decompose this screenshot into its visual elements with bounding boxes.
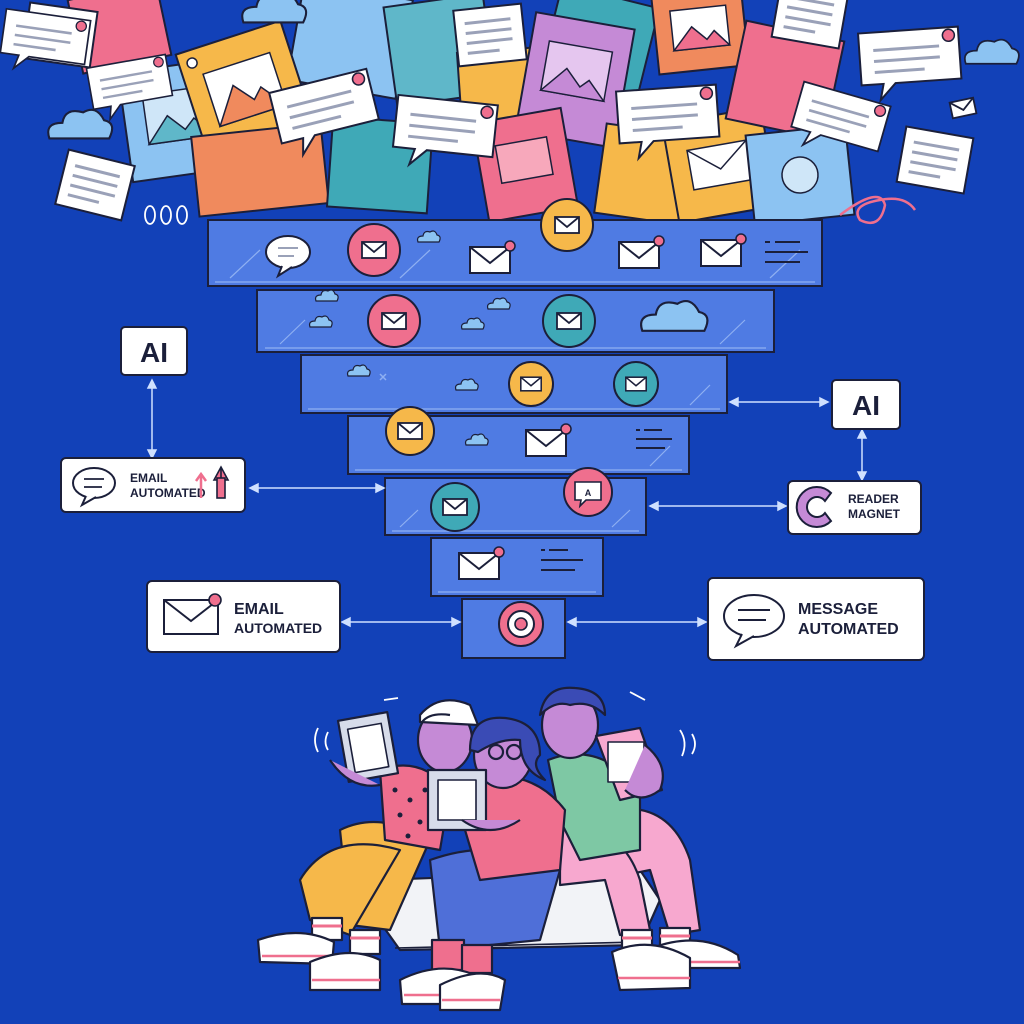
email-automated-box: EMAIL AUTOMATED <box>146 580 341 653</box>
email-icon <box>618 235 665 269</box>
book-icon <box>190 122 330 218</box>
text-lines-icon <box>541 549 583 571</box>
email-automated-small-box: EMAIL AUTOMATED <box>60 457 246 513</box>
email-icon <box>458 546 505 580</box>
email-icon <box>525 423 572 457</box>
magnet-icon <box>795 486 833 528</box>
message-automated-line2: AUTOMATED <box>798 621 899 638</box>
email-icon <box>469 240 516 274</box>
email-icon <box>347 223 401 277</box>
arrows-up-down-icon <box>194 465 230 499</box>
email-automated-small-line2: AUTOMATED <box>130 486 206 500</box>
ellipses <box>144 205 188 225</box>
email-icon <box>613 361 659 407</box>
book-icon <box>470 106 580 224</box>
email-icon <box>700 233 747 267</box>
ai-box-left: AI <box>120 326 188 376</box>
text-lines-icon <box>636 429 672 449</box>
funnel-tier-6 <box>430 537 604 597</box>
email-automated-line1: EMAIL <box>234 601 284 618</box>
email-icon <box>430 482 480 532</box>
target-icon <box>498 601 544 647</box>
email-automated-small-line1: EMAIL <box>130 471 167 485</box>
reader-magnet-line1: READER <box>848 492 899 506</box>
book-icon <box>649 0 751 76</box>
book-icon <box>744 123 856 227</box>
sparkle <box>379 373 387 381</box>
ai-label-left: AI <box>140 337 168 368</box>
bubble-letter: A <box>585 488 592 498</box>
chat-bubble-icon: A <box>563 467 613 517</box>
message-automated-box: MESSAGE AUTOMATED <box>707 577 925 661</box>
funnel-highlights <box>215 249 815 593</box>
chat-bubble-icon <box>265 235 311 279</box>
email-icon <box>367 294 421 348</box>
reader-magnet-box: READER MAGNET <box>787 480 922 535</box>
reader-magnet-line2: MAGNET <box>848 507 901 521</box>
text-lines-icon <box>765 241 808 263</box>
person-middle <box>398 716 567 1012</box>
connector-lines <box>146 378 868 628</box>
email-automated-line2: AUTOMATED <box>234 620 322 636</box>
email-icon <box>508 361 554 407</box>
ai-label-right: AI <box>852 390 880 421</box>
people-reading <box>256 686 742 1012</box>
scribble <box>839 195 917 225</box>
email-icon <box>540 198 594 252</box>
chat-bubble-icon <box>723 594 785 649</box>
person-left <box>256 699 480 992</box>
email-icon <box>542 294 596 348</box>
person-right <box>538 686 742 992</box>
chat-bubble-icon <box>72 467 116 508</box>
message-automated-line1: MESSAGE <box>798 601 878 618</box>
ai-box-right: AI <box>831 379 901 430</box>
content-pile <box>0 0 1020 228</box>
motion-lines <box>314 691 696 757</box>
email-icon <box>948 96 978 120</box>
email-icon <box>163 593 222 635</box>
email-icon <box>385 406 435 456</box>
